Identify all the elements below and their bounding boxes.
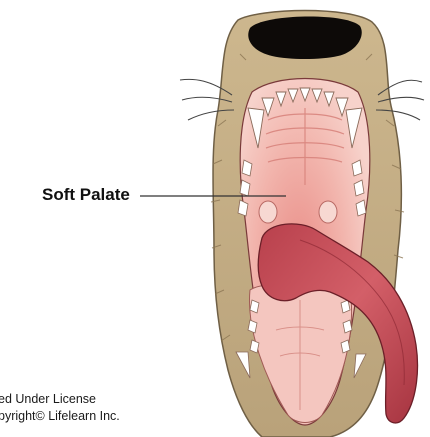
credit-line-1: ed Under License — [0, 391, 96, 407]
tonsil-right — [319, 201, 337, 223]
nose — [248, 16, 361, 59]
tonsil-left — [259, 201, 277, 223]
soft-palate-label: Soft Palate — [42, 185, 130, 205]
credit-line-2: pyright© Lifelearn Inc. — [0, 408, 120, 424]
